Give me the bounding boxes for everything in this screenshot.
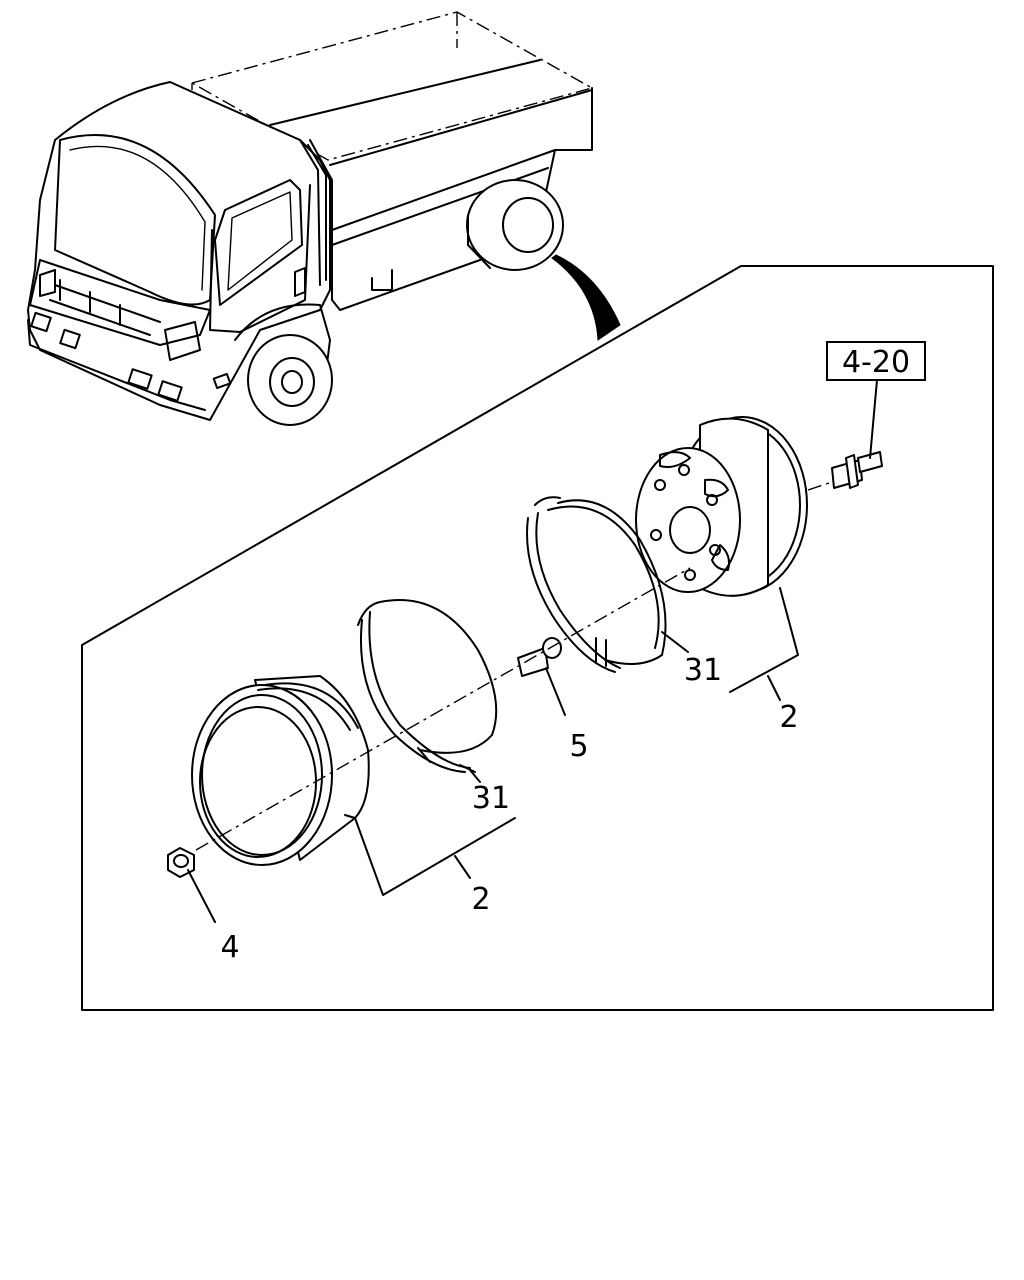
reference-box: 4-20	[826, 341, 926, 459]
callout-front-rim-ring: 31	[472, 781, 510, 816]
callout-rear-rim-ring: 31	[684, 653, 722, 688]
wheel-stud	[517, 637, 566, 716]
truck-cab	[27, 81, 331, 421]
truck-rear-wheel	[466, 179, 564, 271]
callout-stud: 5	[569, 729, 588, 764]
callout-rear-wheel-group: 2	[779, 700, 798, 735]
leader-lines	[354, 587, 799, 896]
rear-wheel-disc	[635, 416, 808, 597]
center-axis-line	[195, 567, 691, 851]
callout-nut: 4	[220, 930, 239, 965]
reference-box-label: 4-20	[842, 345, 910, 380]
truck-illustration	[27, 11, 621, 426]
detail-pointer-arrow	[551, 254, 621, 341]
truck-front-wheel	[234, 303, 333, 426]
wheel-nut	[167, 847, 216, 923]
front-wheel-disc	[191, 675, 370, 866]
front-rim-ring	[357, 599, 498, 773]
wheel-bolt	[807, 451, 883, 491]
callout-front-wheel-group: 2	[471, 882, 490, 917]
rear-rim-ring	[526, 496, 689, 673]
detail-frame	[81, 265, 994, 1011]
